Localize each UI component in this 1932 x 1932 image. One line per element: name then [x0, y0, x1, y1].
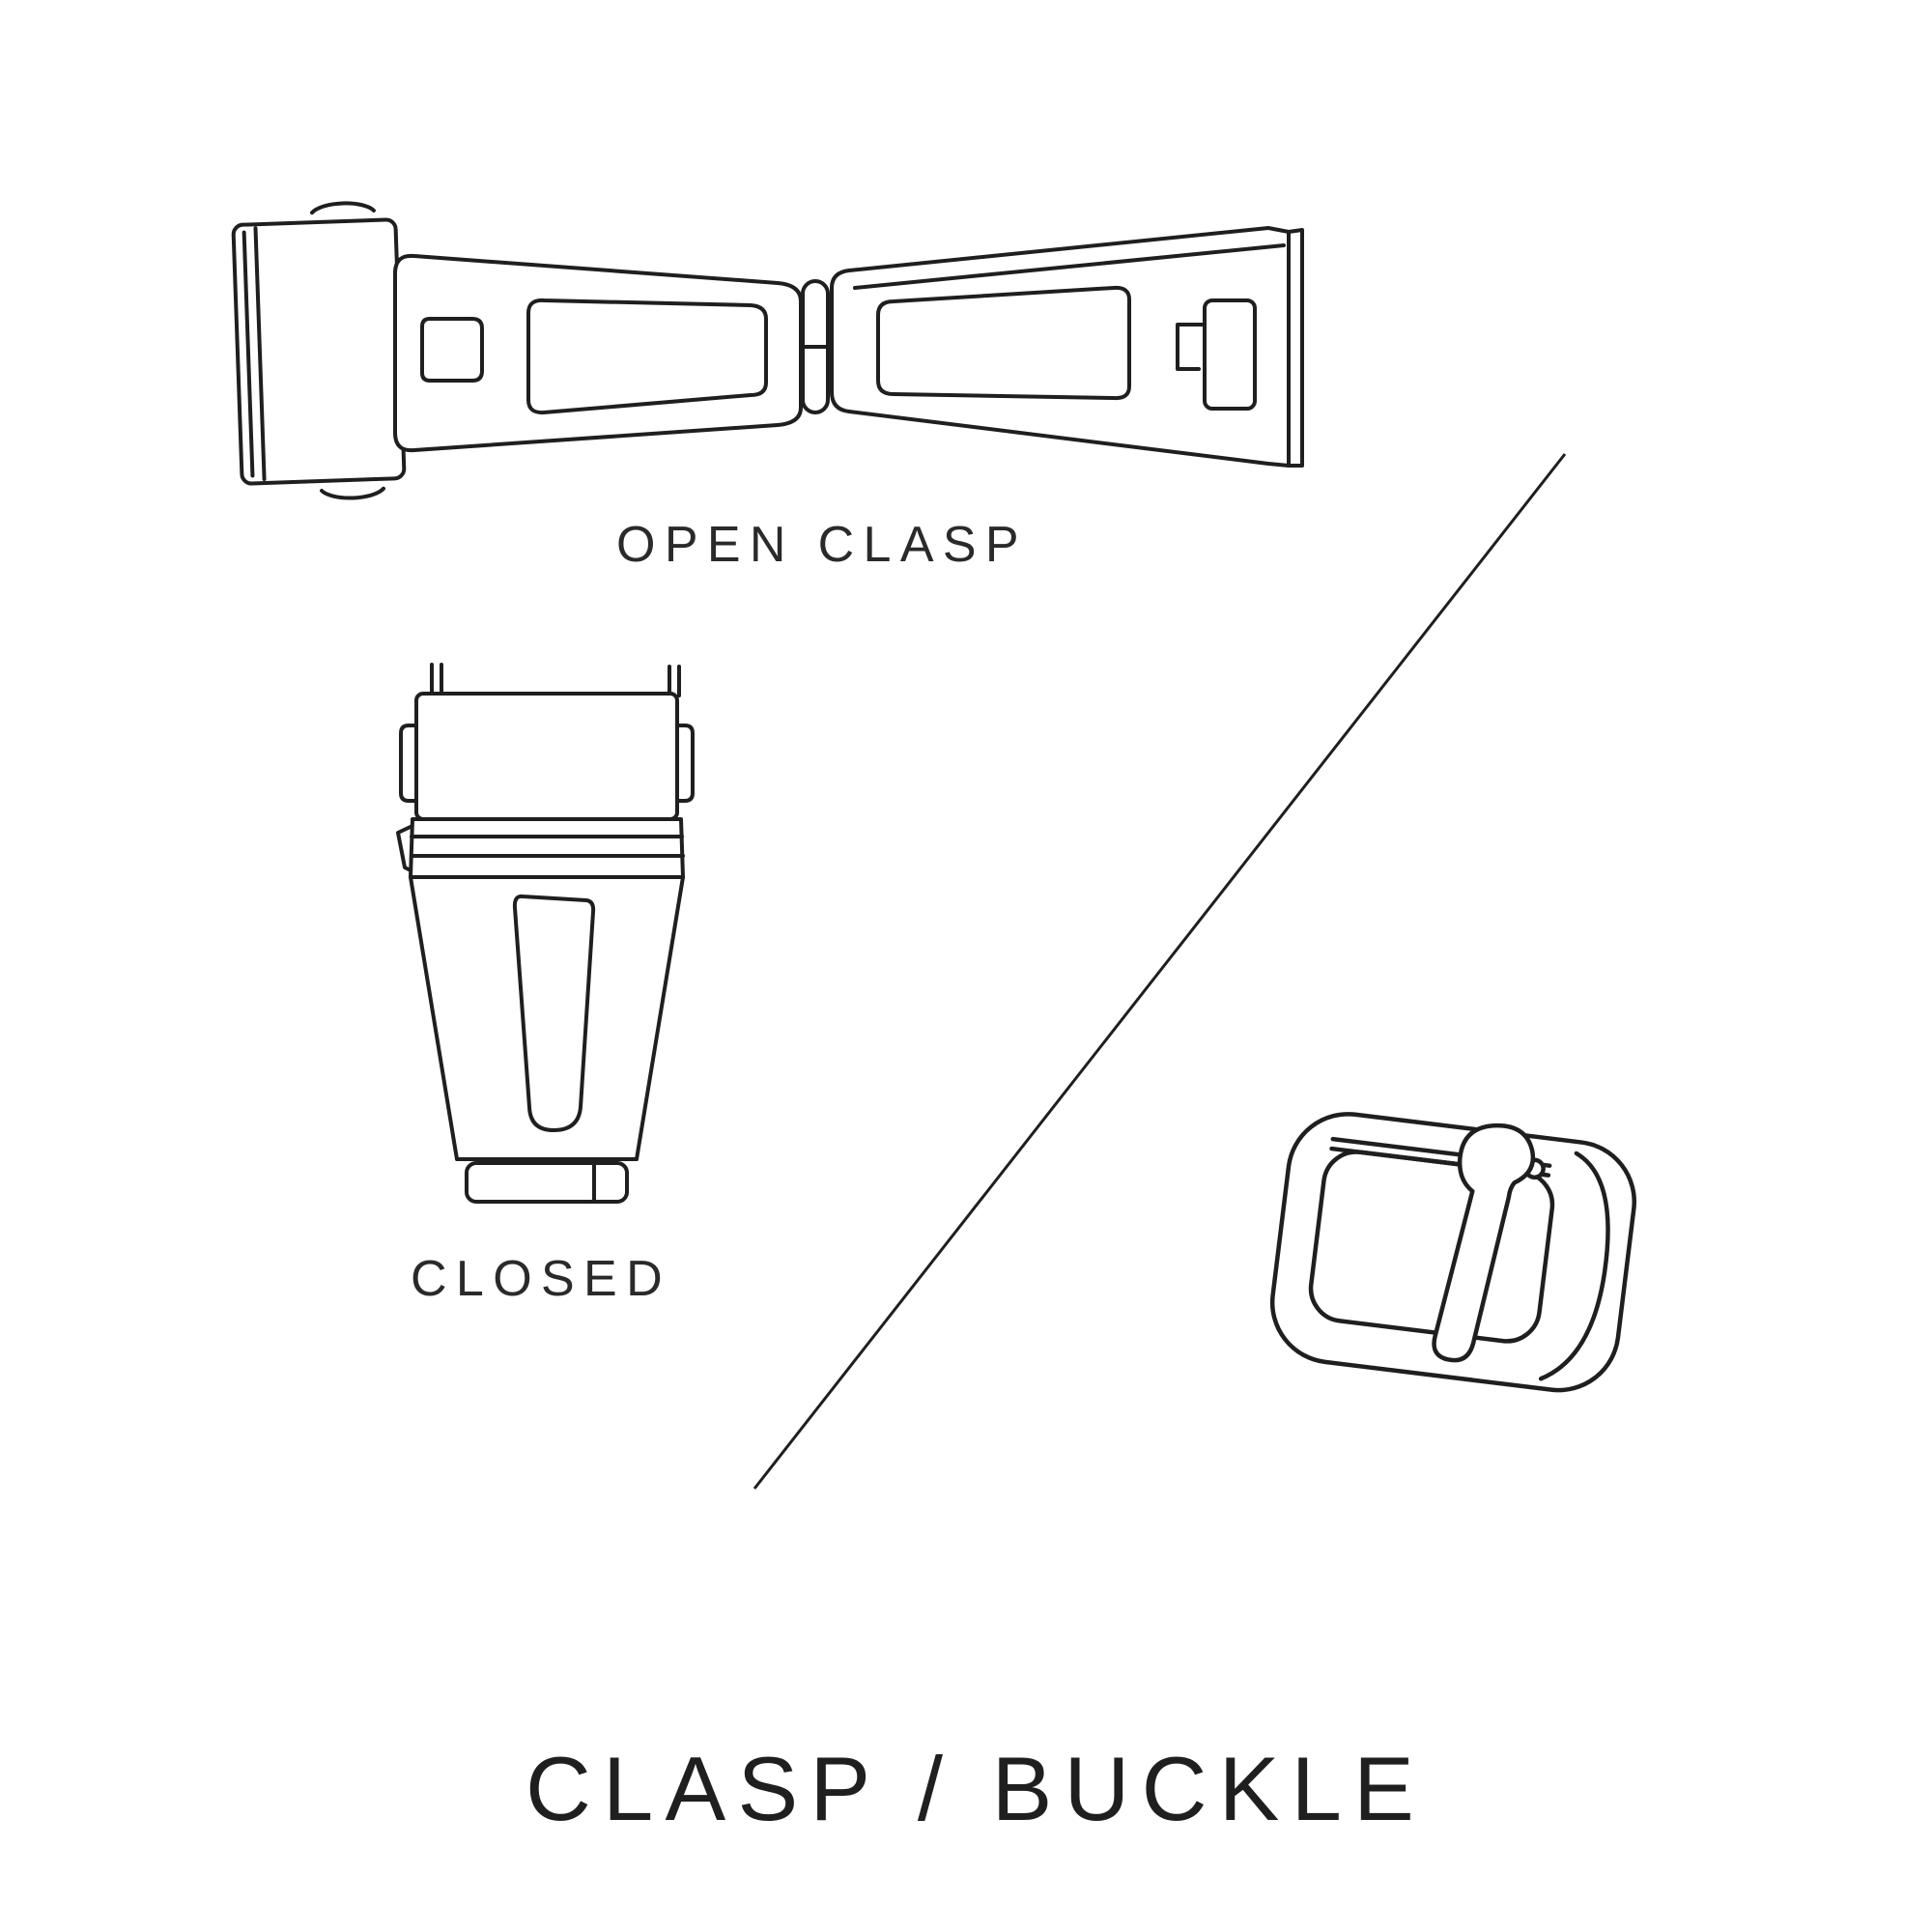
- clasp-foot: [465, 1161, 629, 1204]
- buckle-frame-thickness-line: [1538, 1151, 1610, 1381]
- clasp-right-blade: [830, 226, 1304, 468]
- closed-clasp-drawing: [396, 663, 695, 1204]
- buckle-drawing: [1269, 1112, 1636, 1393]
- clasp-left-blade: [393, 253, 803, 453]
- clasp-left-end-link: [231, 201, 407, 500]
- closed-label: CLOSED: [411, 1251, 671, 1307]
- buckle-illustration: [1269, 1112, 1636, 1393]
- open-clasp-label: OPEN CLASP: [616, 517, 1028, 573]
- diagram-title: CLASP / BUCKLE: [525, 1738, 1427, 1839]
- clasp-side-buttons: [399, 724, 695, 803]
- clasp-band: [409, 817, 685, 879]
- clasp-hinge: [801, 279, 830, 414]
- clasp-prongs: [430, 663, 681, 697]
- closed-clasp-illustration: [396, 663, 695, 1204]
- open-clasp-drawing: [231, 201, 1304, 500]
- diagonal-divider-line: [753, 453, 1567, 1490]
- clasp-cover: [414, 692, 679, 821]
- buckle-tongue: [1432, 1122, 1536, 1363]
- open-clasp-illustration: [231, 201, 1304, 500]
- clasp-body: [409, 875, 685, 1161]
- divider-line: [753, 453, 1567, 1490]
